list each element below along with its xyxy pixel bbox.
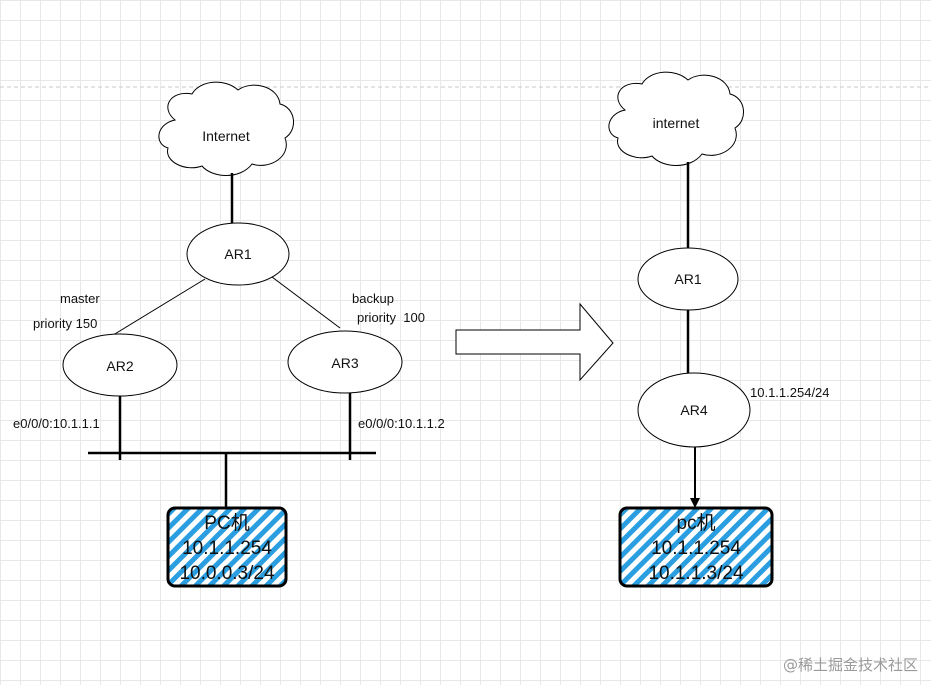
ar3-label: AR3 [331, 355, 358, 371]
right-pc-ip: 10.1.1.3/24 [648, 563, 744, 584]
master-label: master [60, 291, 100, 306]
ar1-ar3-link [271, 276, 341, 329]
right-pc-title: pc机 [676, 512, 715, 534]
right-pc-box [618, 506, 774, 588]
backup-label: backup [352, 291, 394, 306]
ar4-pc-arrowhead [690, 498, 700, 508]
left-pc-gateway: 10.1.1.254 [182, 538, 272, 559]
right-topology: internet AR1 AR4 10.1.1.254/24 pc机 10.1.… [608, 71, 830, 588]
left-internet-cloud [158, 81, 294, 176]
left-ar1-node [186, 222, 290, 286]
right-ar1-label: AR1 [674, 271, 701, 287]
ar3-interface-label: e0/0/0:10.1.1.2 [358, 416, 445, 431]
left-pc-box [166, 506, 288, 588]
left-pc-title: PC机 [204, 512, 249, 534]
left-ar1-label: AR1 [224, 246, 251, 262]
ar4-label: AR4 [680, 402, 707, 418]
right-internet-label: internet [653, 115, 700, 131]
ar2-label: AR2 [106, 358, 133, 374]
ar2-interface-label: e0/0/0:10.1.1.1 [13, 416, 100, 431]
master-priority: priority 150 [33, 316, 97, 331]
ar4-ip-label: 10.1.1.254/24 [750, 385, 830, 400]
left-topology: Internet AR1 master priority 150 backup … [13, 81, 445, 588]
right-internet-cloud [608, 71, 744, 166]
ar3-node [287, 330, 403, 394]
transition-arrow [455, 302, 614, 382]
backup-priority: priority 100 [357, 310, 425, 325]
watermark: @稀土掘金技术社区 [783, 656, 918, 674]
left-pc-ip: 10.0.0.3/24 [179, 563, 275, 584]
left-internet-label: Internet [202, 128, 250, 144]
right-pc-gateway: 10.1.1.254 [651, 538, 741, 559]
ar1-ar2-link [104, 278, 206, 341]
